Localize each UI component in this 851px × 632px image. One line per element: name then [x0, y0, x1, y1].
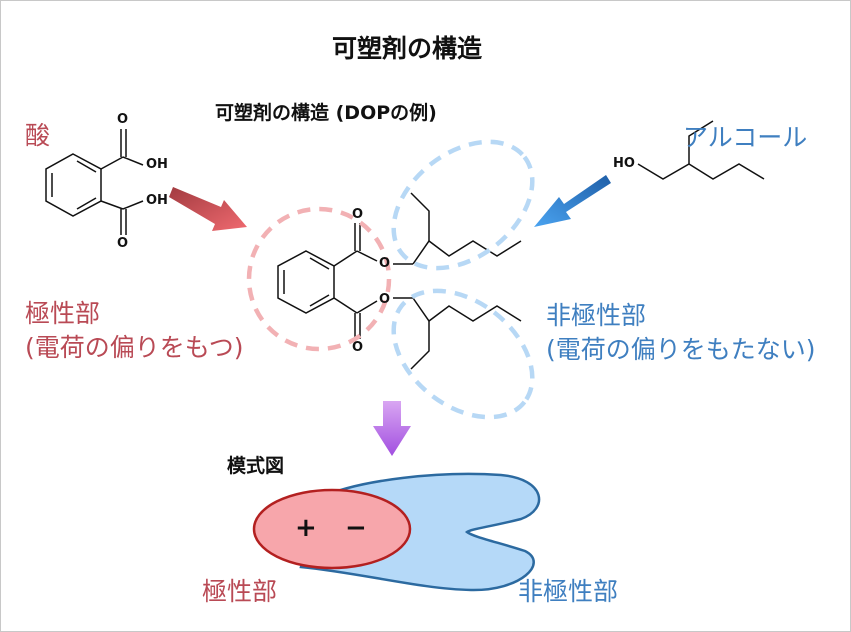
nonpolar-region-outline-top — [391, 139, 535, 271]
atom-label-o: O — [379, 292, 391, 307]
model-minus-sign: − — [345, 513, 367, 543]
model-label: 模式図 — [227, 455, 285, 477]
atom-label-o: O — [352, 340, 364, 355]
model-plus-sign: + — [295, 513, 317, 543]
atom-label-o: O — [379, 256, 391, 271]
atom-label-ho: HO — [613, 156, 635, 171]
polar-label: 極性部 — [25, 299, 101, 328]
acid-label: 酸 — [25, 121, 51, 150]
nonpolar-label: 非極性部 — [546, 301, 647, 330]
nonpolar-region-outline-bottom — [391, 288, 535, 420]
alcohol-structure — [637, 120, 765, 180]
acid-arrow — [169, 187, 247, 231]
polar-head-shape — [252, 488, 412, 570]
nonpolar-label-note: (電荷の偏りをもたない) — [546, 335, 816, 364]
alcohol-arrow — [534, 175, 611, 227]
dop-structure — [277, 192, 522, 370]
down-arrow — [373, 401, 411, 456]
model-nonpolar-label: 非極性部 — [518, 577, 619, 606]
atom-label-oh: OH — [146, 193, 168, 208]
phthalic-acid-structure — [45, 129, 144, 235]
atom-label-o: O — [117, 236, 129, 251]
alcohol-label: アルコール — [683, 123, 808, 152]
atom-label-o: O — [352, 207, 364, 222]
page-title: 可塑剤の構造 — [332, 34, 483, 63]
diagram-subtitle: 可塑剤の構造 (DOPの例) — [215, 102, 437, 124]
atom-label-o: O — [117, 112, 129, 127]
polar-label-note: (電荷の偏りをもつ) — [25, 333, 244, 362]
polar-region-outline — [246, 206, 392, 352]
model-polar-label: 極性部 — [202, 577, 278, 606]
atom-label-oh: OH — [146, 157, 168, 172]
